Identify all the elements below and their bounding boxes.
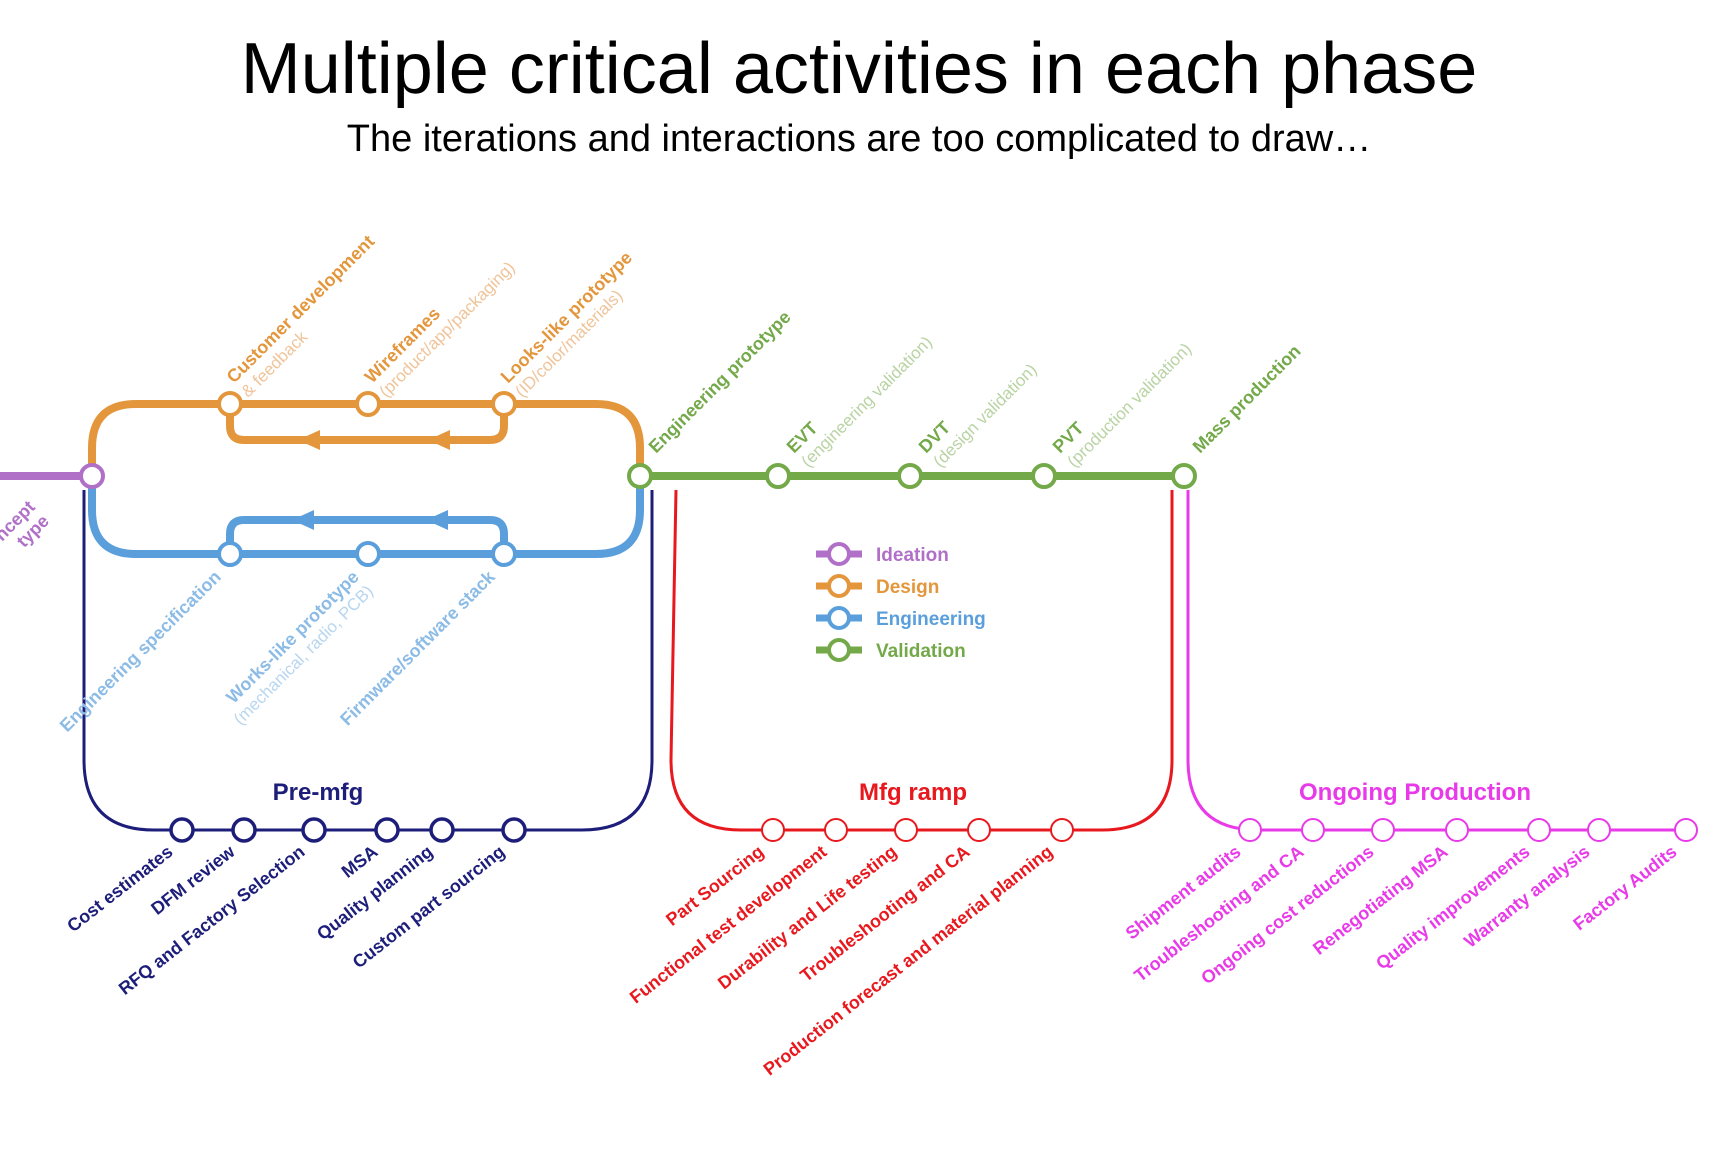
phase-station xyxy=(374,817,400,843)
phase-station xyxy=(169,817,195,843)
legend-swatch-circle xyxy=(827,638,851,662)
legend-label: Ideation xyxy=(876,545,949,566)
design-station xyxy=(355,391,381,417)
validation-station xyxy=(627,463,653,489)
phase-station xyxy=(1587,818,1611,842)
engineering-stop-label: Engineering specification xyxy=(56,567,225,736)
validation-stop-label: PVT(production validation) xyxy=(1049,324,1196,471)
slide-title: Multiple critical activities in each pha… xyxy=(240,29,1478,109)
validation-station xyxy=(1171,463,1197,489)
phase-item-label: Cost estimates xyxy=(63,841,176,936)
design-station xyxy=(217,391,243,417)
validation-station xyxy=(765,463,791,489)
phase-station xyxy=(429,817,455,843)
legend-swatch-circle xyxy=(827,606,851,630)
slide-subtitle: The iterations and interactions are too … xyxy=(346,118,1372,160)
phase-station xyxy=(1445,818,1469,842)
phase-station xyxy=(1050,818,1074,842)
phase-station xyxy=(894,818,918,842)
premfg-line xyxy=(82,490,654,832)
phase-title: Pre-mfg xyxy=(273,779,364,806)
phase-title: Ongoing Production xyxy=(1299,779,1531,806)
phase-station xyxy=(824,818,848,842)
validation-stop-label: DVT(design validation) xyxy=(915,345,1041,471)
legend-label: Engineering xyxy=(876,609,986,630)
phase-item-label: Renegotiating MSA xyxy=(1309,841,1451,958)
engineering-station xyxy=(491,541,517,567)
ideation-station xyxy=(79,463,105,489)
phase-station xyxy=(231,817,257,843)
design-stop-label: Wireframes(product/app/packaging) xyxy=(361,243,519,401)
phase-station xyxy=(967,818,991,842)
ideation-label: r-concepttype xyxy=(0,497,53,583)
legend-label: Design xyxy=(876,577,939,598)
phase-station xyxy=(1301,818,1325,842)
ramp-line xyxy=(669,489,1174,832)
validation-stop-label: EVT(engineering validation) xyxy=(783,318,936,471)
legend-swatch-circle xyxy=(827,542,851,566)
phase-station xyxy=(1371,818,1395,842)
phase-station xyxy=(501,817,527,843)
validation-stop-label: Mass production xyxy=(1189,341,1305,457)
design-stop-label: Looks-like prototype(ID/color/materials) xyxy=(497,248,650,401)
engineering-station xyxy=(217,541,243,567)
validation-stop-label: Engineering prototype xyxy=(645,307,795,457)
validation-station xyxy=(897,463,923,489)
stations xyxy=(79,391,1698,843)
engineering-station xyxy=(355,541,381,567)
design-station xyxy=(491,391,517,417)
phase-station xyxy=(761,818,785,842)
validation-station xyxy=(1031,463,1057,489)
phase-station xyxy=(1674,818,1698,842)
phase-item-label: MSA xyxy=(338,841,382,881)
phase-station xyxy=(301,817,327,843)
legend-label: Validation xyxy=(876,641,966,662)
phase-station xyxy=(1527,818,1551,842)
legend-swatch-circle xyxy=(827,574,851,598)
phase-station xyxy=(1238,818,1262,842)
phase-title: Mfg ramp xyxy=(859,779,967,806)
